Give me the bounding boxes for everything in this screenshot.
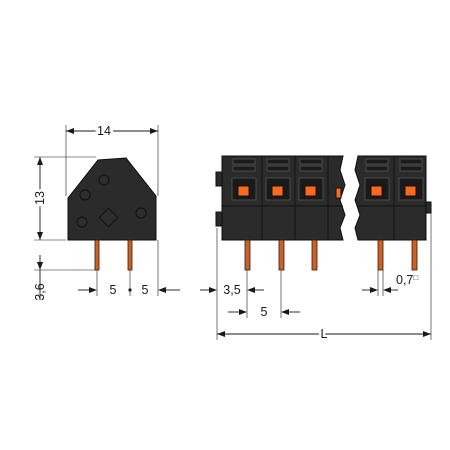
front-pitch-label: 5 <box>261 305 268 319</box>
front-pin-3 <box>311 239 318 271</box>
front-slots <box>232 158 423 172</box>
side-pin-spacing-label: 5 <box>110 283 117 297</box>
side-pin-right <box>127 239 133 271</box>
front-pin-1 <box>244 239 251 271</box>
side-width-label: 14 <box>97 124 111 138</box>
front-view: 3,5 5 0,7□ L <box>200 155 432 344</box>
side-diamond <box>98 207 119 228</box>
side-height-label: 13 <box>33 191 47 205</box>
front-right-rib <box>425 201 432 214</box>
front-housing-right <box>354 155 427 241</box>
side-hole-right <box>135 207 147 219</box>
front-left-rib-bottom <box>215 211 223 227</box>
front-pin-offset-label: 3,5 <box>223 283 240 297</box>
side-hole-left <box>79 189 91 201</box>
side-hole-top-left <box>98 174 110 186</box>
side-pin-length-label: 3,6 <box>33 283 47 300</box>
square-symbol: □ <box>413 273 418 282</box>
side-housing <box>67 157 157 241</box>
front-pin-2 <box>278 239 285 271</box>
front-pin-5 <box>411 239 418 271</box>
front-length-label: L <box>321 327 328 341</box>
front-push-openings <box>231 177 424 201</box>
front-pin-size-label: 0,7□ <box>396 273 418 287</box>
side-view: 14 13 3,6 5 5 <box>31 122 180 301</box>
side-hole-bottom-left <box>76 216 88 228</box>
front-pin-4 <box>377 239 384 271</box>
side-pin-edge-label: 5 <box>142 283 149 297</box>
side-pin-left <box>94 239 100 271</box>
front-left-rib-top <box>215 171 223 187</box>
